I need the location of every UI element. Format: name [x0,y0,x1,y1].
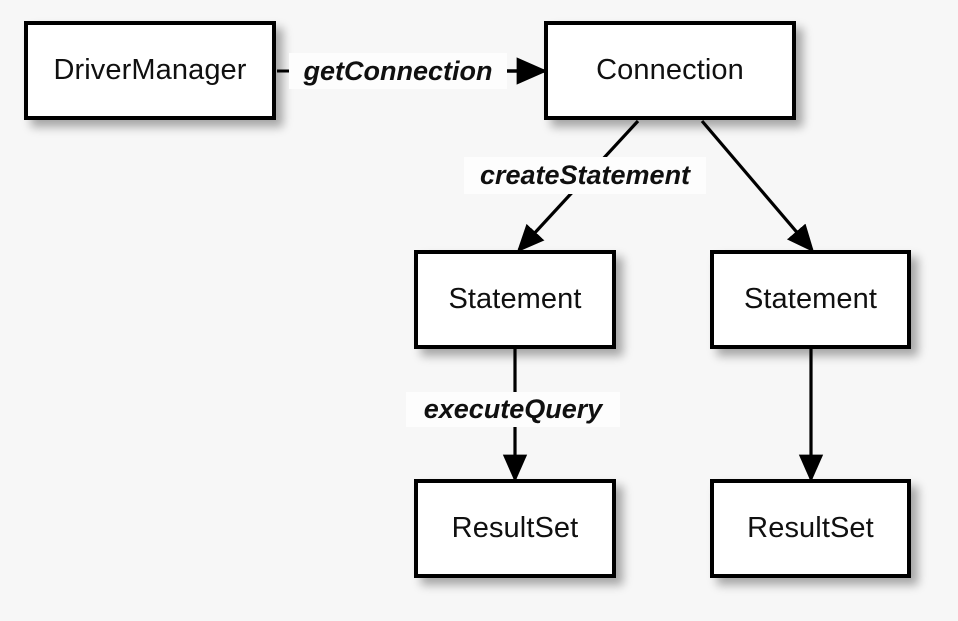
edge-label-create-statement: createStatement [464,157,706,194]
node-statement-right[interactable]: Statement [710,250,911,349]
node-resultset-left[interactable]: ResultSet [414,479,616,578]
node-label-connection: Connection [596,54,744,86]
edge-label-text-execute-query: executeQuery [423,394,603,424]
node-statement-left[interactable]: Statement [414,250,616,349]
node-connection[interactable]: Connection [544,21,796,120]
edge-label-get-connection: getConnection [289,53,507,89]
edge-label-text-create-statement: createStatement [479,160,691,190]
node-label-resultset-right: ResultSet [747,512,874,544]
edge-label-text-get-connection: getConnection [303,55,493,86]
node-label-driver-manager: DriverManager [53,54,247,86]
node-label-statement-right: Statement [743,283,878,315]
node-label-resultset-left: ResultSet [451,512,579,544]
edge-connection-right-line [700,119,815,253]
node-label-statement-left: Statement [448,283,582,315]
node-resultset-right[interactable]: ResultSet [710,479,911,578]
edge-label-execute-query: executeQuery [406,392,620,427]
node-driver-manager[interactable]: DriverManager [24,21,276,120]
